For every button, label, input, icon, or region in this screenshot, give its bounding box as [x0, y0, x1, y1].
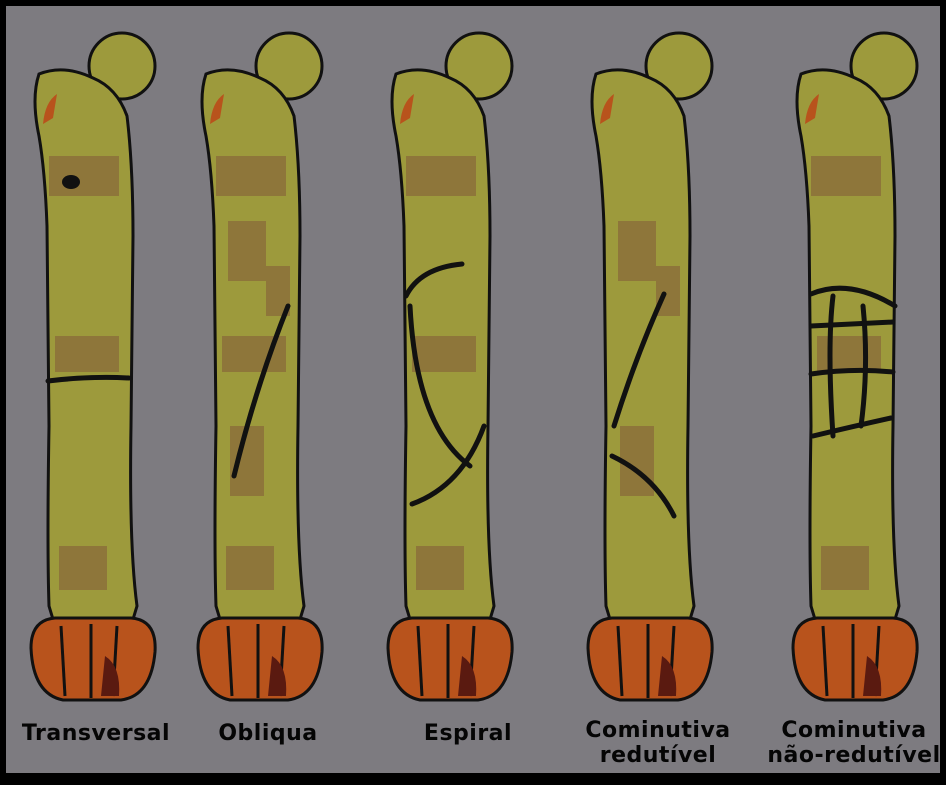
label-comminuted-reducible: Cominutiva redutível [572, 718, 744, 768]
fracture-line [830, 296, 833, 436]
label-transverse: Transversal [14, 721, 178, 746]
label-line: Obliqua [186, 721, 350, 746]
condyle [31, 618, 155, 700]
condyle [198, 618, 322, 700]
bone-shading [228, 221, 266, 281]
bone-comminuted-reducible [588, 33, 712, 700]
bone-shading [821, 546, 869, 590]
label-line: Cominutiva [764, 718, 944, 743]
condyle [588, 618, 712, 700]
bone-shading [59, 546, 107, 590]
label-spiral: Espiral [386, 721, 550, 746]
bone-oblique [198, 33, 322, 700]
bone-shading [811, 156, 881, 196]
bone-fracture-diagram [6, 6, 946, 785]
bone-shading [55, 336, 119, 372]
label-line: redutível [572, 743, 744, 768]
label-comminuted-irreducible: Cominutiva não-redutível [764, 718, 944, 768]
bone-shading [412, 336, 476, 372]
condyle [793, 618, 917, 700]
hole-mark [62, 175, 80, 189]
bone-shading [226, 546, 274, 590]
label-line: Transversal [14, 721, 178, 746]
bone-shading [817, 336, 881, 372]
bone-shading [49, 156, 119, 196]
bone-shading [406, 156, 476, 196]
bone-shading [230, 426, 264, 496]
bone-shading [416, 546, 464, 590]
bone-comminuted-irreducible [793, 33, 917, 700]
bone-shading [216, 156, 286, 196]
label-line: Cominutiva [572, 718, 744, 743]
label-line: não-redutível [764, 743, 944, 768]
bone-shading [618, 221, 656, 281]
condyle [388, 618, 512, 700]
bone-transverse [31, 33, 155, 700]
bone-spiral [388, 33, 512, 700]
label-oblique: Obliqua [186, 721, 350, 746]
label-line: Espiral [386, 721, 550, 746]
